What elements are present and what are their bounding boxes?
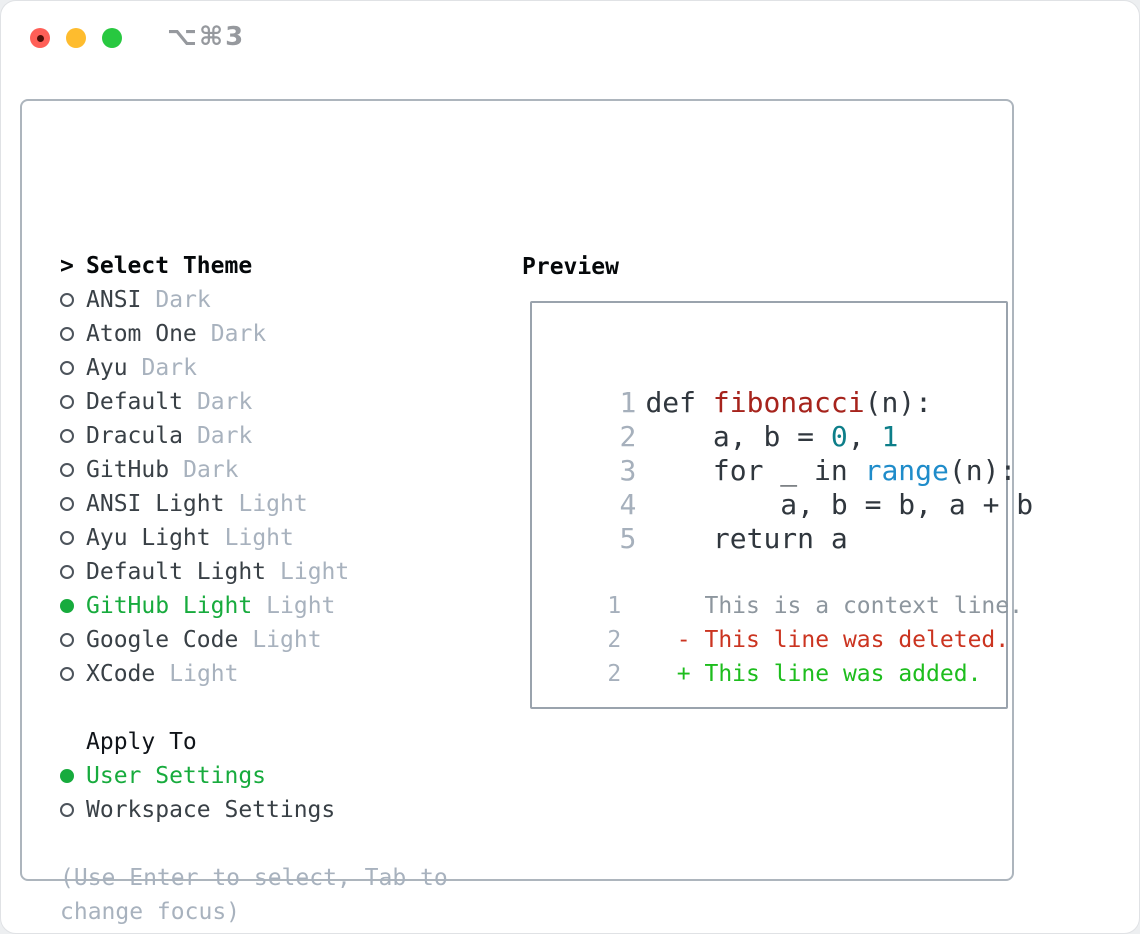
theme-list: ANSI Dark Atom One Dark Ayu Dark Default… — [22, 283, 502, 691]
radio-icon — [60, 497, 74, 511]
diff-text: This is a context line. — [621, 593, 1023, 619]
theme-variant: Dark — [155, 287, 211, 313]
theme-variant: Light — [238, 491, 308, 517]
select-theme-header: > Select Theme — [22, 249, 502, 283]
theme-name: ANSI Light — [86, 491, 225, 517]
theme-variant: Dark — [141, 355, 197, 381]
line-number: 1 — [619, 386, 637, 419]
theme-option[interactable]: Ayu Light Light — [22, 521, 502, 555]
theme-name: Atom One — [86, 321, 197, 347]
theme-name: Google Code — [86, 627, 239, 653]
spacer — [22, 691, 502, 725]
theme-option[interactable]: Default Light Light — [22, 555, 502, 589]
theme-name: GitHub — [86, 457, 170, 483]
radio-icon — [60, 803, 74, 817]
minimize-button[interactable] — [66, 28, 86, 48]
radio-icon — [60, 599, 74, 613]
line-number: 4 — [619, 488, 637, 521]
cursor-prompt-icon: > — [60, 253, 74, 279]
theme-variant: Dark — [196, 389, 253, 415]
section-title: Select Theme — [86, 253, 253, 279]
zoom-button[interactable] — [102, 28, 122, 48]
theme-variant: Light — [280, 559, 350, 585]
code-tokens: a, b = 0, 1 — [645, 420, 899, 453]
apply-option-label: Workspace Settings — [86, 797, 336, 823]
preview-diff: 1 This is a context line. 2 - This line … — [552, 555, 1023, 687]
radio-icon — [60, 531, 74, 545]
code-tokens: a, b = b, a + b — [645, 488, 1034, 521]
code-tokens: for _ in range(n): — [645, 454, 1017, 487]
radio-icon — [60, 429, 74, 443]
radio-icon — [60, 565, 74, 579]
line-number: 5 — [619, 522, 637, 555]
theme-option[interactable]: Default Dark — [22, 385, 502, 419]
apply-option-label: User Settings — [86, 763, 267, 789]
diff-text: + This line was added. — [621, 661, 982, 687]
theme-option[interactable]: GitHub Light Light — [22, 589, 502, 623]
theme-variant: Dark — [196, 423, 253, 449]
theme-option[interactable]: ANSI Dark — [22, 283, 502, 317]
theme-name: XCode — [86, 661, 156, 687]
diff-line: 2 + This line was added. — [552, 623, 1023, 687]
theme-option[interactable]: Ayu Dark — [22, 351, 502, 385]
theme-option[interactable]: Atom One Dark — [22, 317, 502, 351]
close-button[interactable] — [30, 28, 50, 48]
theme-name: ANSI — [86, 287, 142, 313]
theme-variant: Dark — [210, 321, 267, 347]
theme-variant: Dark — [183, 457, 239, 483]
radio-icon — [60, 293, 74, 307]
radio-icon — [60, 633, 74, 647]
theme-option[interactable]: Google Code Light — [22, 623, 502, 657]
theme-name: Dracula — [86, 423, 183, 449]
diff-line: 1 This is a context line. — [552, 555, 1023, 619]
code-tokens: return a — [645, 522, 848, 555]
preview-header: Preview — [522, 254, 619, 280]
usage-hint: (Use Enter to select, Tab to change focu… — [60, 865, 448, 925]
theme-picker-panel: > Select Theme ANSI Dark Atom One Dark Ay… — [20, 99, 1033, 925]
line-number: 2 — [607, 627, 622, 653]
theme-variant: Light — [224, 525, 294, 551]
theme-name: GitHub Light — [86, 593, 253, 619]
theme-variant: Light — [252, 627, 322, 653]
code-line: 3 for _ in range(n): — [552, 420, 1033, 487]
code-line: 5 return a — [552, 488, 1033, 555]
line-number: 1 — [607, 593, 622, 619]
theme-option[interactable]: Dracula Dark — [22, 419, 502, 453]
theme-option[interactable]: XCode Light — [22, 657, 502, 691]
diff-text: - This line was deleted. — [621, 627, 1010, 653]
code-tokens: def fibonacci(n): — [645, 386, 933, 419]
apply-to-option[interactable]: Workspace Settings — [22, 793, 502, 827]
radio-icon — [60, 327, 74, 341]
theme-option[interactable]: GitHub Dark — [22, 453, 502, 487]
theme-picker: > Select Theme ANSI Dark Atom One Dark Ay… — [22, 249, 502, 827]
line-number: 2 — [607, 661, 622, 687]
code-line: 2 a, b = 0, 1 — [552, 386, 1033, 453]
theme-name: Default — [86, 389, 183, 415]
line-number: 3 — [619, 454, 637, 487]
apply-to-header: Apply To — [86, 729, 197, 755]
code-line: 4 a, b = b, a + b — [552, 454, 1033, 521]
theme-option[interactable]: ANSI Light Light — [22, 487, 502, 521]
code-preview-box — [530, 301, 1008, 709]
radio-icon — [60, 361, 74, 375]
theme-name: Ayu Light — [86, 525, 211, 551]
apply-to-option[interactable]: User Settings — [22, 759, 502, 793]
theme-name: Default Light — [86, 559, 267, 585]
radio-icon — [60, 667, 74, 681]
diff-line: 2 - This line was deleted. — [552, 589, 1023, 653]
apply-to-options: User Settings Workspace Settings — [22, 759, 502, 827]
line-number: 2 — [619, 420, 637, 453]
radio-icon — [60, 395, 74, 409]
theme-variant: Light — [266, 593, 336, 619]
radio-icon — [60, 769, 74, 783]
theme-name: Ayu — [86, 355, 128, 381]
theme-variant: Light — [169, 661, 239, 687]
radio-icon — [60, 463, 74, 477]
window-shortcut-label: ⌥⌘3 — [167, 22, 246, 52]
